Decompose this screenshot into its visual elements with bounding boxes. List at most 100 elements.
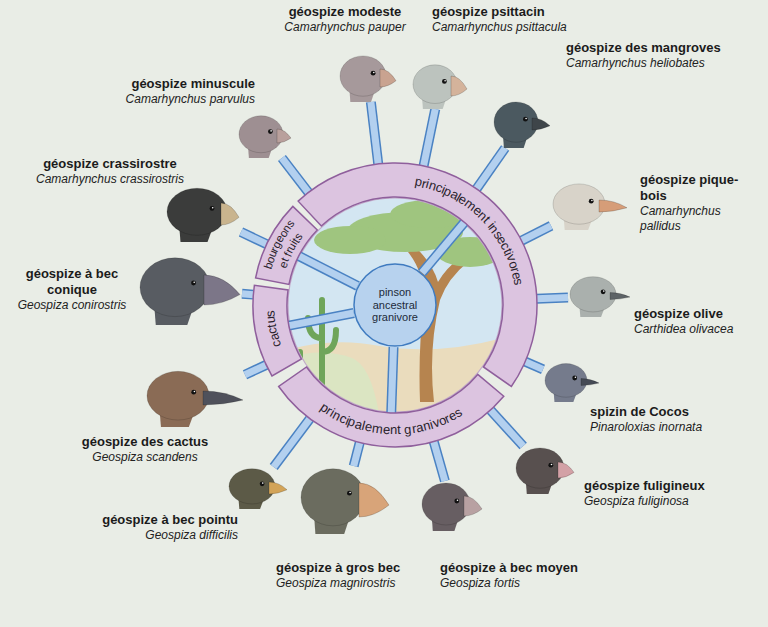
finch-eye: [601, 289, 606, 294]
finch-eye-glint: [444, 80, 446, 82]
finch-head-shape: [422, 483, 470, 525]
species-name: Geospiza difficilis: [70, 528, 238, 543]
leaf-mass: [314, 226, 386, 254]
finch-node: géospize minusculeCamarhynchus parvulus: [237, 114, 293, 158]
branch-core: [522, 226, 551, 241]
branch-connector: [282, 158, 308, 192]
band-outline: [256, 206, 318, 284]
finch-head: [492, 100, 552, 148]
common-name: géospize pique-bois: [640, 172, 752, 204]
finch-head: [420, 481, 484, 531]
diet-band: cactus: [251, 283, 304, 378]
branch-outline: [522, 226, 551, 241]
finch-eye-glint: [525, 118, 527, 120]
ancestor-circle-outline: [354, 264, 436, 346]
common-name: géospize crassirostre: [30, 156, 190, 172]
finch-label: géospize fuligineuxGeospiza fuliginosa: [584, 478, 744, 509]
branch-connector: [241, 232, 267, 244]
finch-label: géospize crassirostreCamarhynchus crassi…: [30, 156, 190, 187]
ancestor-circle: pinson ancestral granivore: [353, 263, 437, 347]
finch-node: géospize pique-boisCamarhynchus pallidus: [551, 182, 629, 230]
branch-core: [424, 109, 436, 166]
ancestor-label: pinson ancestral granivore: [364, 286, 426, 324]
finch-beak: [610, 293, 630, 300]
finch-eye: [260, 481, 265, 486]
branch-connector: [245, 365, 266, 375]
finch-head: [543, 362, 601, 402]
finch-eye: [523, 117, 528, 122]
branch-connector: [274, 419, 310, 467]
diet-band: bourgeons et fruits: [253, 204, 320, 287]
finch-eye-glint: [262, 482, 264, 484]
finch-eye-glint: [349, 492, 351, 494]
finch-eye-glint: [603, 290, 605, 292]
branch-core: [371, 102, 378, 164]
finch-node: géospize à bec coniqueGeospiza conirostr…: [138, 255, 242, 325]
species-name: Camarhynchus pallidus: [640, 204, 752, 234]
branch-connector: [371, 102, 378, 164]
finch-node: géospize crassirostreCamarhynchus crassi…: [165, 186, 241, 242]
finch-head-shape: [301, 469, 365, 526]
finch-head: [338, 54, 398, 102]
finch-head: [568, 275, 632, 317]
finch-beak: [221, 203, 239, 225]
finch-eye-glint: [194, 391, 196, 393]
species-name: Geospiza magnirostris: [276, 576, 426, 591]
common-name: géospize fuligineux: [584, 478, 744, 494]
common-name: géospize olive: [634, 306, 760, 322]
branch-connector: [391, 347, 393, 413]
species-name: Camarhynchus pauper: [270, 20, 420, 35]
finch-node: géospize à bec moyenGeospiza fortis: [420, 481, 484, 531]
branch-core: [241, 232, 267, 244]
diet-band: principalement insectivores: [296, 161, 539, 389]
finch-head-shape: [340, 56, 386, 96]
band-outline: [253, 285, 301, 376]
finch-label: géospize à bec coniqueGeospiza conirostr…: [10, 266, 134, 313]
branch-outline: [477, 148, 506, 189]
finch-node: géospize des mangrovesCamarhynchus helio…: [492, 100, 552, 148]
finch-eye: [191, 281, 196, 286]
branch-outline: [422, 222, 464, 273]
branch-core: [282, 158, 308, 192]
glyph: e: [382, 422, 390, 438]
finch-head: [299, 466, 391, 534]
common-name: géospize des mangroves: [566, 40, 746, 56]
finch-head: [514, 446, 576, 494]
common-name: géospize des cactus: [60, 434, 230, 450]
finch-beak: [581, 379, 599, 386]
finch-label: géospize minusculeCamarhynchus parvulus: [120, 76, 255, 107]
common-name: géospize psittacin: [432, 4, 582, 20]
branch-outline: [245, 365, 266, 375]
finch-head: [227, 467, 289, 509]
band-label: bourgeons et fruits: [253, 204, 320, 287]
finch-node: géospize psittacinCamarhynchus psittacul…: [411, 63, 469, 109]
species-name: Geospiza fuliginosa: [584, 494, 744, 509]
common-name: géospize à bec conique: [10, 266, 134, 298]
glyph: s: [510, 277, 527, 286]
finch-eye: [548, 463, 553, 468]
finch-node: géospize à bec pointuGeospiza difficilis: [227, 467, 289, 509]
species-name: Pinaroloxias inornata: [590, 420, 750, 435]
branch-core: [245, 365, 266, 375]
species-name: Geospiza scandens: [60, 450, 230, 465]
branch-core: [299, 256, 358, 286]
branch-outline: [289, 313, 354, 326]
branch-outline: [274, 419, 310, 467]
finch-head-shape: [494, 102, 538, 142]
branch-core: [537, 297, 568, 298]
branch-core: [491, 410, 524, 446]
glyph: t: [397, 422, 401, 438]
finch-eye: [589, 199, 594, 204]
species-name: Camarhynchus psittacula: [432, 20, 582, 35]
branch-connector: [299, 256, 358, 286]
common-name: géospize à bec pointu: [70, 512, 238, 528]
finch-head-shape: [167, 188, 227, 235]
finch-node: géospize des cactusGeospiza scandens: [145, 369, 245, 427]
finch-eye: [347, 491, 352, 496]
branch-core: [242, 290, 253, 298]
branch-outline: [354, 443, 360, 466]
finch-eye: [210, 206, 215, 211]
finch-head-shape: [413, 65, 457, 104]
finch-eye: [572, 376, 577, 381]
finch-head: [411, 63, 469, 109]
